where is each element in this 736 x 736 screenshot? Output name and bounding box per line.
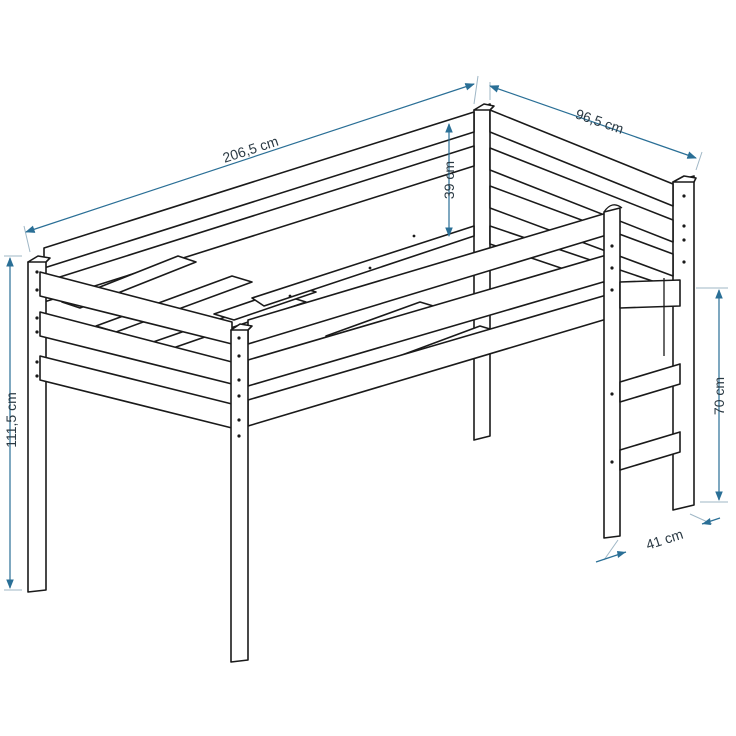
length-label: 206,5 cm bbox=[221, 133, 281, 166]
post-caps bbox=[473, 103, 697, 183]
dimension-rail-height: 39 cm bbox=[441, 123, 457, 237]
ladder bbox=[619, 278, 681, 471]
ladder-rung-1 bbox=[619, 363, 681, 403]
front-left-post bbox=[27, 257, 47, 593]
dimension-total-height: 111,5 cm bbox=[3, 255, 22, 591]
bolt-holes bbox=[35, 194, 686, 464]
front-right-post bbox=[230, 325, 249, 663]
width-label: 96,5 cm bbox=[573, 106, 625, 137]
total-height-label: 111,5 cm bbox=[3, 392, 19, 448]
head-end-rails bbox=[39, 271, 233, 429]
front-right-post-group bbox=[230, 323, 253, 663]
foot-front-post-group bbox=[603, 204, 623, 539]
front-left-post-group bbox=[27, 255, 51, 593]
ladder-width-label: 41 cm bbox=[644, 526, 685, 553]
ladder-rung-2 bbox=[619, 431, 681, 471]
foot-front-post bbox=[603, 207, 621, 539]
rail-height-label: 39 cm bbox=[441, 161, 457, 199]
foot-side-rails bbox=[619, 279, 681, 309]
ladder-height-label: 70 cm bbox=[711, 377, 727, 415]
dimension-ladder-height: 70 cm bbox=[696, 287, 728, 503]
